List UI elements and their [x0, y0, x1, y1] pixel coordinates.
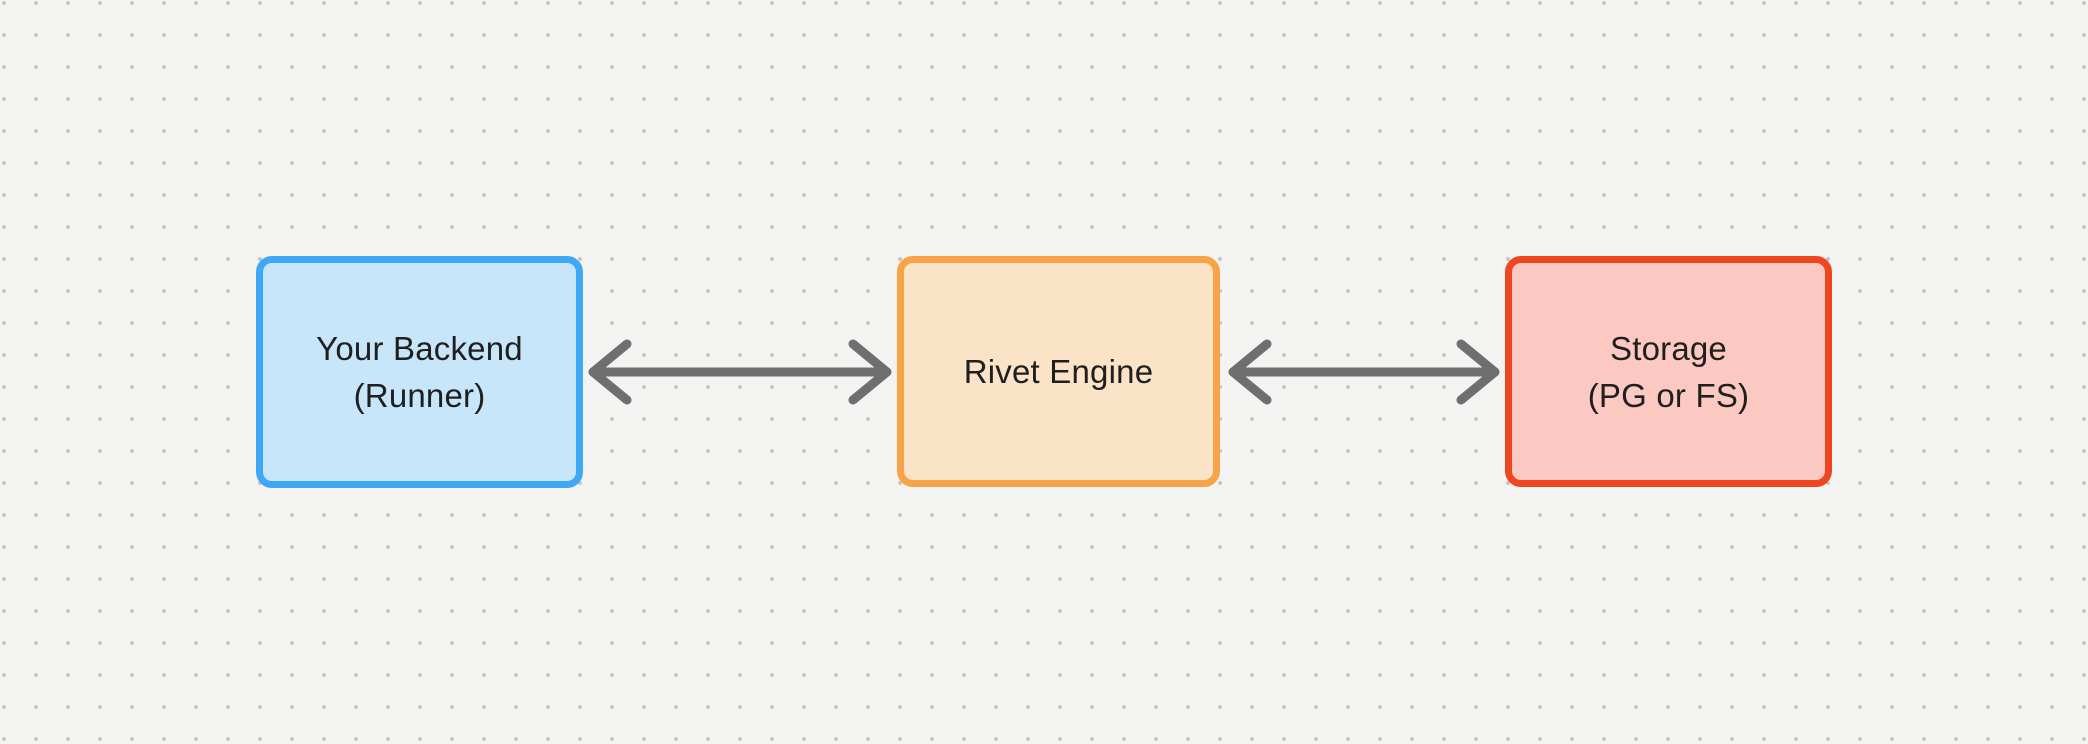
node-rivet-engine[interactable]: Rivet Engine [897, 256, 1220, 487]
node-storage-label-line1: Storage [1610, 329, 1727, 367]
double-arrow-engine-storage[interactable] [1228, 339, 1500, 405]
node-your-backend[interactable]: Your Backend (Runner) [256, 256, 583, 488]
double-arrow-backend-engine[interactable] [588, 339, 892, 405]
node-storage-label-line2: (PG or FS) [1587, 376, 1750, 414]
node-storage[interactable]: Storage (PG or FS) [1505, 256, 1832, 487]
node-your-backend-label-line2: (Runner) [353, 377, 486, 414]
node-your-backend-label-line1: Your Backend [316, 330, 523, 367]
node-rivet-engine-label-line1: Rivet Engine [963, 353, 1154, 390]
